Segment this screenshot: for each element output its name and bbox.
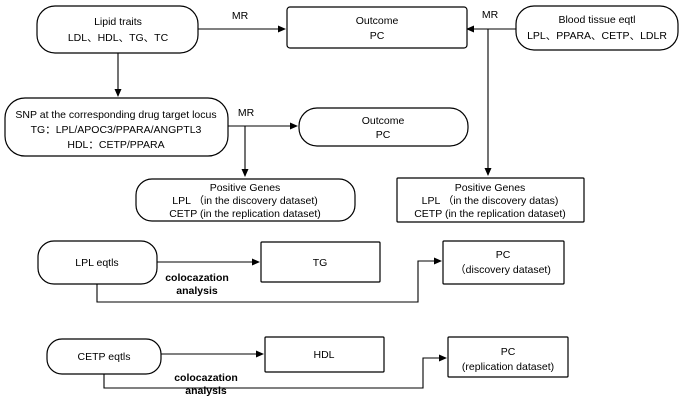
edges xyxy=(96,25,516,389)
blood-eqtl-genes: LPL、PPARA、CETP、LDLR xyxy=(527,30,667,42)
node-snp-locus: SNP at the corresponding drug target loc… xyxy=(4,97,229,157)
mr-label-top-right: MR xyxy=(482,9,499,21)
lipid-traits-list: LDL、HDL、TG、TC xyxy=(68,32,169,44)
node-hdl: HDL xyxy=(264,336,385,373)
node-tg: TG xyxy=(260,241,381,283)
snp-locus-hdl: HDL：CETP/PPARA xyxy=(67,139,164,151)
positive-genes-left-lpl: LPL （in the discovery dataset) xyxy=(172,195,318,207)
coloc-2-line-2: analysis xyxy=(185,385,227,397)
pc-discovery-dataset: （discovery dataset) xyxy=(455,264,551,276)
mr-label-mid: MR xyxy=(238,107,255,119)
snp-locus-title: SNP at the corresponding drug target loc… xyxy=(15,109,216,121)
positive-genes-right-lpl: LPL （in the discovery datas) xyxy=(422,195,559,207)
positive-genes-left-title: Positive Genes xyxy=(210,182,281,194)
pc-discovery-title: PC xyxy=(496,249,511,261)
node-cetp-eqtls: CETP eqtls xyxy=(46,338,162,375)
edge-labels: MR MR MR colocazation analysis colocazat… xyxy=(165,9,498,397)
outcome-mid-title: Outcome xyxy=(362,115,405,127)
positive-genes-right-title: Positive Genes xyxy=(455,182,526,194)
node-outcome-top: Outcome PC xyxy=(286,6,468,49)
tg-label: TG xyxy=(313,257,328,269)
node-positive-genes-left: Positive Genes LPL （in the discovery dat… xyxy=(135,178,356,222)
node-lipid-traits: Lipid traits LDL、HDL、TG、TC xyxy=(36,5,199,54)
outcome-mid-value: PC xyxy=(376,129,391,141)
mr-label-top-left: MR xyxy=(232,10,249,22)
outcome-top-title: Outcome xyxy=(356,15,399,27)
node-pc-replication: PC (replication dataset) xyxy=(447,336,569,378)
outcome-top-value: PC xyxy=(370,30,385,42)
node-pc-discovery: PC （discovery dataset) xyxy=(442,240,565,285)
node-lpl-eqtls: LPL eqtls xyxy=(37,240,158,285)
hdl-label: HDL xyxy=(313,349,334,361)
coloc-2-line-1: colocazation xyxy=(174,372,238,384)
snp-locus-tg: TG：LPL/APOC3/PPARA/ANGPTL3 xyxy=(31,124,202,136)
edge-cetp-to-pc-replication xyxy=(103,354,447,389)
pc-replication-title: PC xyxy=(501,346,516,358)
node-positive-genes-right: Positive Genes LPL （in the discovery dat… xyxy=(396,177,585,223)
blood-eqtl-title: Blood tissue eqtl xyxy=(558,14,635,26)
pc-replication-dataset: (replication dataset) xyxy=(462,361,554,373)
edge-lpl-to-pc-discovery xyxy=(96,257,442,303)
lpl-eqtls-label: LPL eqtls xyxy=(75,257,118,269)
node-outcome-mid: Outcome PC xyxy=(298,107,469,147)
coloc-1-line-2: analysis xyxy=(176,285,218,297)
coloc-1-line-1: colocazation xyxy=(165,272,229,284)
cetp-eqtls-label: CETP eqtls xyxy=(78,351,131,363)
positive-genes-left-cetp: CETP (in the replication dataset) xyxy=(169,208,321,220)
positive-genes-right-cetp: CETP (in the replication dataset) xyxy=(414,208,566,220)
node-blood-tissue-eqtl: Blood tissue eqtl LPL、PPARA、CETP、LDLR xyxy=(515,5,679,51)
lipid-traits-title: Lipid traits xyxy=(94,16,142,28)
